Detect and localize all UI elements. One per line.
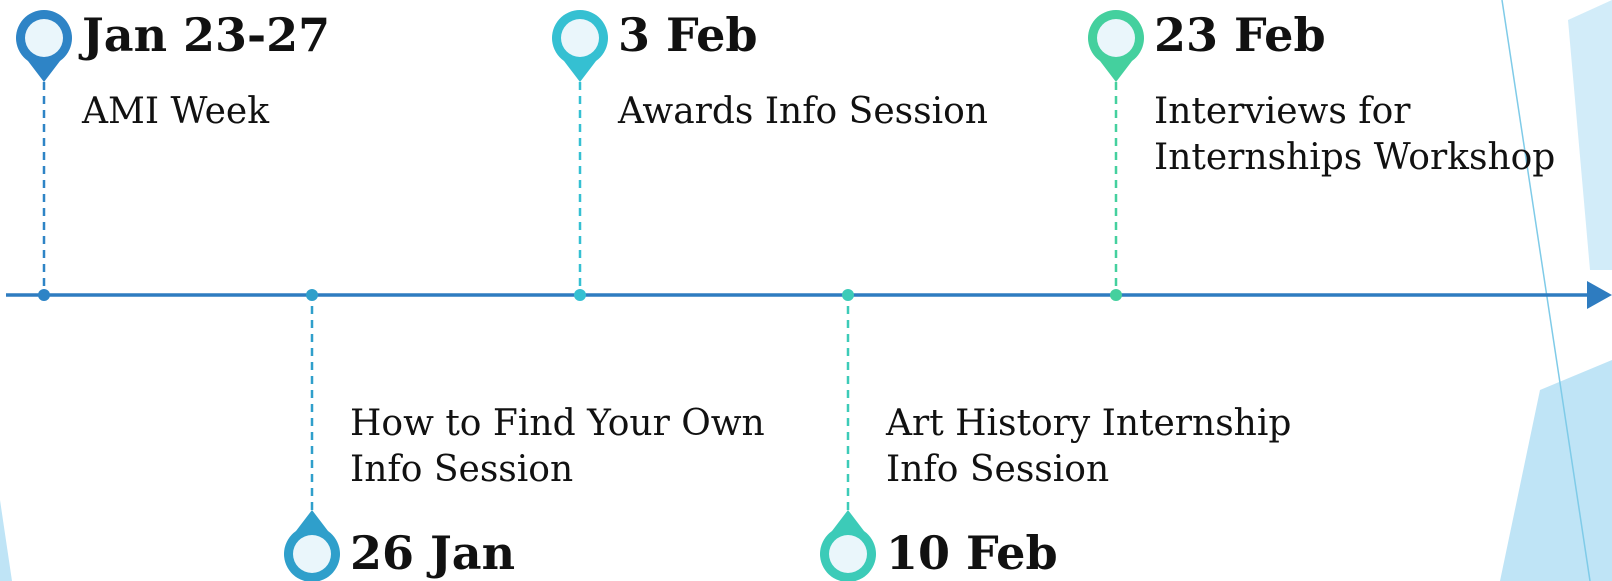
event-description-line: AMI Week [82,91,270,132]
event-description-line: Info Session [886,449,1110,490]
event-date: 26 Jan [350,526,516,580]
event-date: 10 Feb [886,526,1058,580]
event-date: 23 Feb [1154,8,1326,62]
timeline-event [820,289,876,581]
event-description-line: Awards Info Session [618,91,988,132]
map-pin-center [1097,19,1135,57]
event-description-line: How to Find Your Own [350,403,765,444]
map-pin-center [25,19,63,57]
event-description-line: Art History Internship [886,403,1292,444]
axis-marker-dot [574,289,586,301]
corner-shape-bottom-right [1500,360,1612,581]
event-date: Jan 23-27 [82,8,331,62]
timeline-event [552,10,608,301]
event-description-line: Interviews for [1154,91,1411,132]
timeline-events [16,10,1145,581]
axis-marker-dot [1110,289,1122,301]
event-description-line: Internships Workshop [1154,137,1556,178]
corner-shape-bottom-left [0,500,12,581]
axis-marker-dot [842,289,854,301]
map-pin-center [829,535,867,573]
corner-diagonal-line [1501,0,1591,581]
arrowhead-icon [1587,281,1612,309]
event-date: 3 Feb [618,8,758,62]
timeline-event [16,10,72,301]
corner-shape-top-right [1568,0,1612,270]
map-pin-center [293,535,331,573]
map-pin-center [561,19,599,57]
event-description-line: Info Session [350,449,574,490]
axis-marker-dot [38,289,50,301]
timeline-event [284,289,340,581]
timeline-event [1088,10,1145,301]
timeline-axis [6,281,1612,309]
axis-marker-dot [306,289,318,301]
